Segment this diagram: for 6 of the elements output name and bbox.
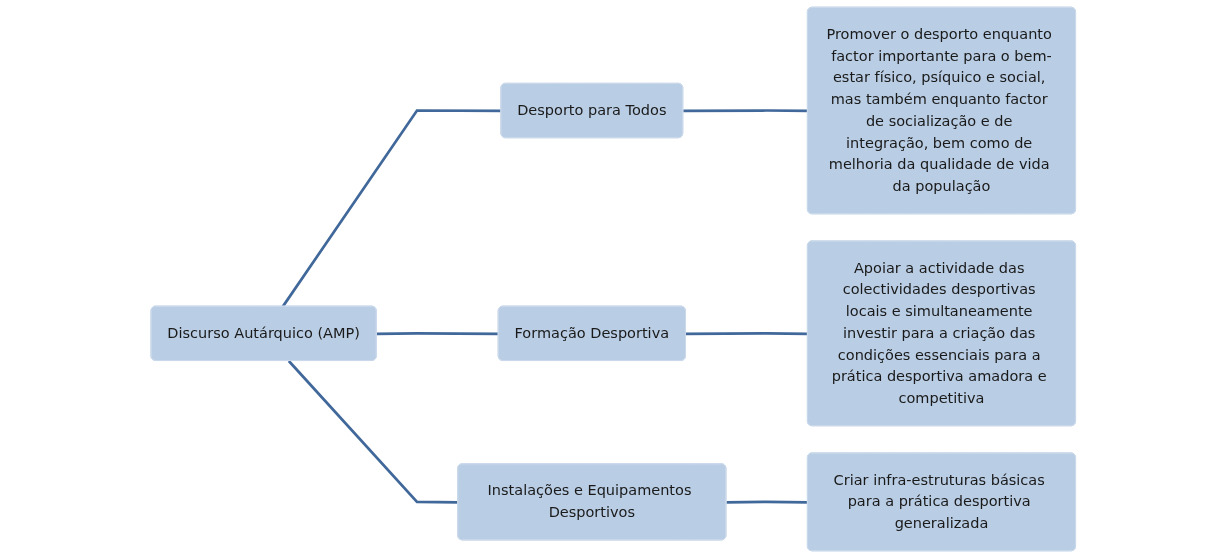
connector <box>376 332 499 336</box>
connector <box>726 500 808 504</box>
connector <box>287 360 458 504</box>
connector <box>281 109 502 308</box>
connector <box>682 109 808 113</box>
connector <box>685 332 808 336</box>
